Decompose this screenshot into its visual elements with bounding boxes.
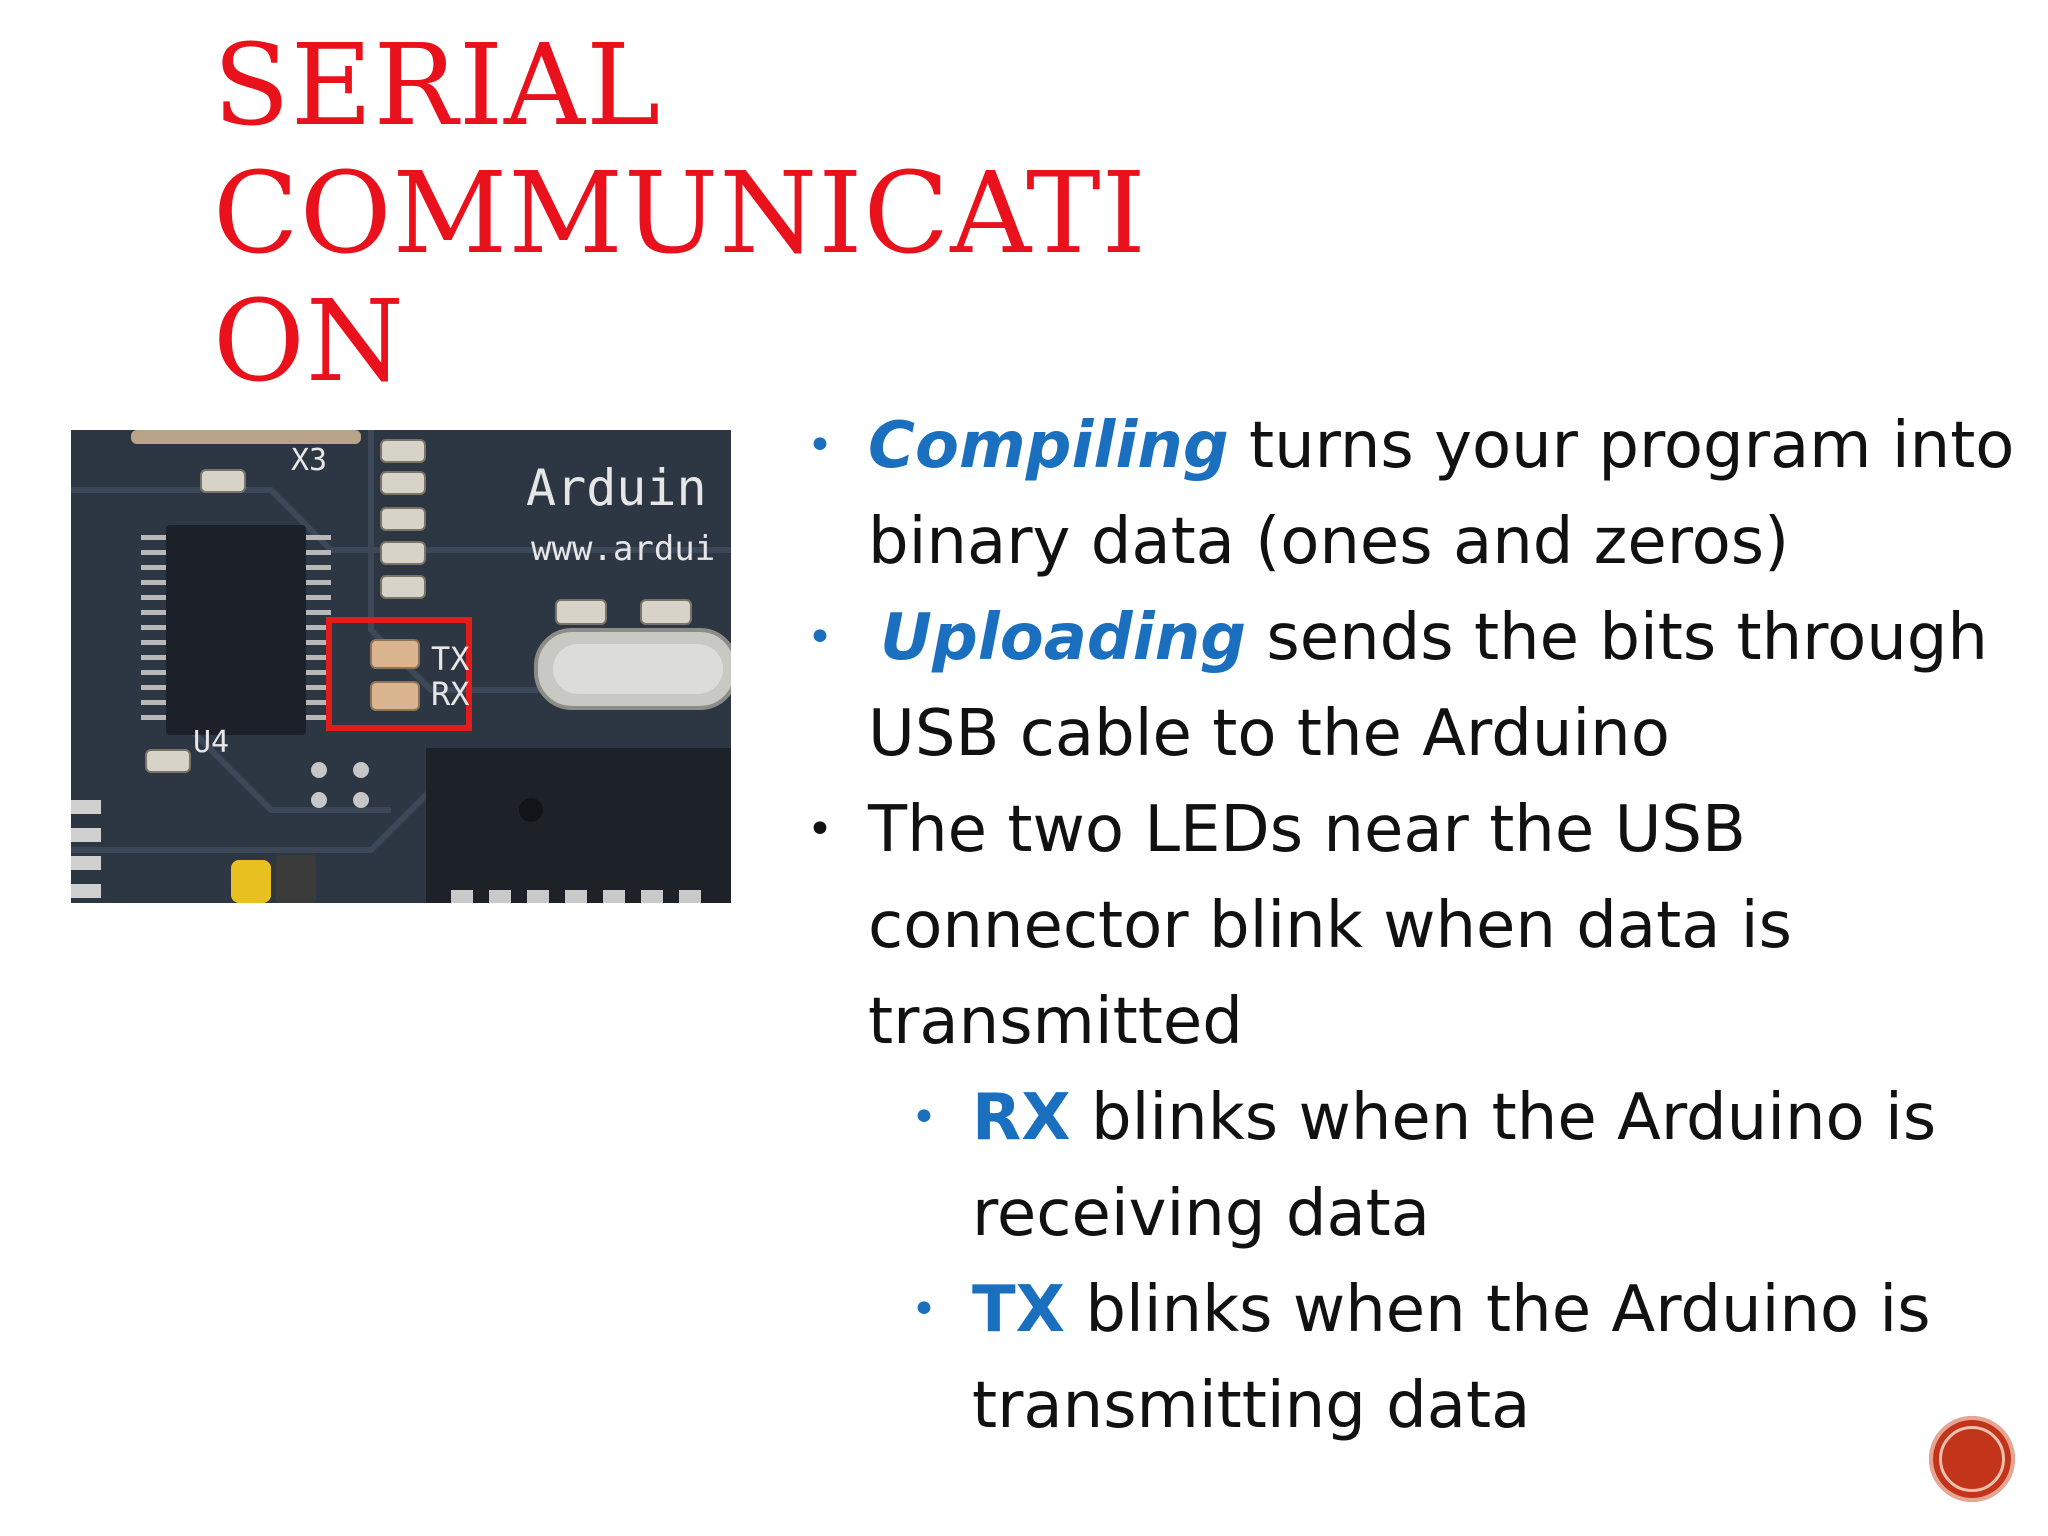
bullet-text: blinks when the Arduino is receiving dat… <box>972 1081 1937 1251</box>
photo-label-url: www.ardui <box>531 529 715 569</box>
slide-title: SERIAL COMMUNICATI ON <box>213 22 1213 406</box>
arduino-board-photo: X3 Arduin www.ardui TX RX U4 <box>71 430 731 903</box>
photo-label-brand: Arduin <box>526 459 707 517</box>
photo-label-tx: TX <box>431 640 470 678</box>
bullet-text: sends the bits through USB cable to the … <box>868 601 1988 771</box>
list-item: • Compiling turns your program into bina… <box>800 398 2020 590</box>
list-item: • The two LEDs near the USB connector bl… <box>800 782 2020 1070</box>
bullet-glyph: • <box>807 612 833 663</box>
bullet-text: turns your program into binary data (one… <box>868 409 2015 579</box>
bullet-glyph: • <box>807 804 833 855</box>
bullet-lead: Compiling <box>868 409 1229 483</box>
photo-label-rx: RX <box>431 675 470 713</box>
bullet-text: blinks when the Arduino is transmitting … <box>972 1273 1931 1443</box>
bullet-glyph: • <box>807 420 833 471</box>
bullet-text: The two LEDs near the USB connector blin… <box>868 793 1792 1059</box>
next-slide-button[interactable] <box>1929 1416 2015 1502</box>
photo-label-u4: U4 <box>193 725 229 760</box>
bullet-lead: Uploading <box>880 601 1246 675</box>
bullet-lead: TX <box>972 1273 1065 1347</box>
bullet-glyph: • <box>911 1284 937 1335</box>
title-line-1: SERIAL <box>213 21 662 151</box>
title-line-3: ON <box>213 277 405 407</box>
sub-list-item: • RX blinks when the Arduino is receivin… <box>904 1070 2020 1262</box>
bullet-glyph: • <box>911 1092 937 1143</box>
photo-label-x3: X3 <box>291 443 327 478</box>
bullet-lead: RX <box>972 1081 1071 1155</box>
list-item: • Uploading sends the bits through USB c… <box>800 590 2020 782</box>
bullet-list: • Compiling turns your program into bina… <box>800 398 2020 1454</box>
sub-list-item: • TX blinks when the Arduino is transmit… <box>904 1262 2020 1454</box>
circle-icon <box>1939 1426 2005 1492</box>
title-line-2: COMMUNICATI <box>213 149 1147 279</box>
